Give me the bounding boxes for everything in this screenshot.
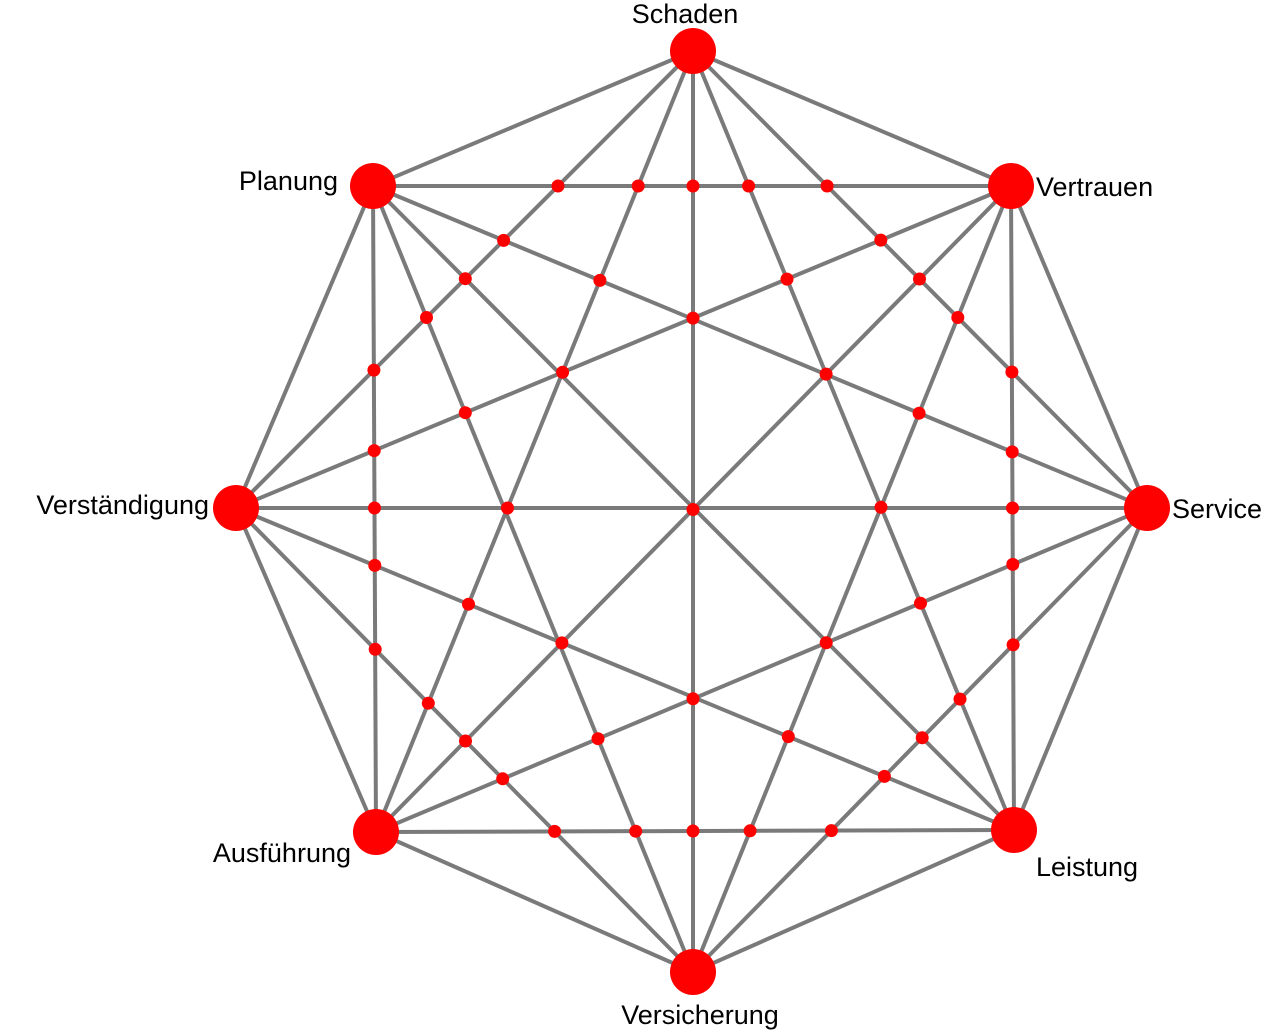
crossing-dot [462,597,475,611]
node-versicherung[interactable] [670,949,716,995]
edge-ausfuehrung-verstaendigung [234,506,378,834]
crossing-dot [1005,445,1019,459]
node-leistung[interactable] [991,807,1037,853]
crossing-dot [551,179,565,193]
label-ausfuehrung: Ausführung [213,838,351,868]
edge-leistung-versicherung [691,828,1016,974]
label-leistung: Leistung [1036,852,1138,882]
crossing-dot [368,642,382,656]
crossing-dot [368,558,382,572]
edge-service-leistung [1012,506,1149,832]
crossing-dot [781,730,795,744]
crossing-dot [686,311,700,325]
edge-verstaendigung-planung [234,184,375,510]
node-ausfuehrung[interactable] [353,809,399,855]
label-versicherung: Versicherung [621,1000,779,1030]
crossing-dot [819,636,833,650]
crossing-dot [591,732,605,746]
edge-crossings [367,179,1020,838]
crossing-dot [824,824,838,838]
crossing-dot [555,636,569,650]
crossing-dot [780,272,794,286]
crossing-dot [743,824,757,838]
nodes [213,28,1170,995]
crossing-dot [686,503,700,516]
node-planung[interactable] [350,163,396,209]
crossing-dot [913,272,926,286]
crossing-dot [421,696,435,710]
crossing-dot [1006,638,1020,652]
node-vertrauen[interactable] [988,163,1034,209]
edge-schaden-vertrauen [691,49,1013,188]
crossing-dot [874,233,888,247]
crossing-dot [501,501,514,515]
crossing-dot [1006,557,1020,571]
crossing-dot [459,734,472,748]
label-vertrauen: Vertrauen [1036,172,1153,202]
crossing-dot [548,824,562,838]
label-verstaendigung: Verständigung [36,490,209,520]
node-service[interactable] [1124,485,1170,531]
crossing-dot [631,179,645,193]
crossing-dot [915,731,929,745]
crossing-dot [458,272,472,286]
label-planung: Planung [239,166,338,196]
label-schaden: Schaden [632,0,739,29]
crossing-dot [458,406,472,420]
crossing-dot [1006,501,1019,515]
crossing-dot [367,363,381,377]
crossing-dot [368,501,381,515]
crossing-dot [874,500,888,514]
edge-schaden-ausfuehrung [374,49,695,834]
crossing-dot [1005,365,1019,379]
crossing-dot [686,179,700,193]
crossing-dot [686,824,700,838]
crossing-dot [420,311,433,324]
crossing-dot [496,772,510,786]
crossing-dot [556,365,570,379]
crossing-dot [953,692,967,706]
edge-versicherung-ausfuehrung [374,830,695,974]
crossing-dot [629,824,643,838]
node-schaden[interactable] [670,28,716,74]
crossing-dot [819,367,833,381]
crossing-dot [820,179,834,193]
crossing-dot [742,179,756,193]
crossing-dot [593,273,607,287]
crossing-dot [877,769,891,783]
label-service: Service [1172,494,1262,524]
node-labels: Schaden Vertrauen Service Leistung Versi… [36,0,1262,1030]
crossing-dot [914,596,927,610]
crossing-dot [497,233,511,247]
edge-versicherung-planung [371,184,695,974]
crossing-dot [686,692,700,706]
edge-vertrauen-service [1009,184,1149,510]
crossing-dot [951,311,965,324]
node-verstaendigung[interactable] [213,485,259,531]
crossing-dot [912,406,926,420]
edge-schaden-planung [371,49,695,188]
crossing-dot [367,444,381,458]
